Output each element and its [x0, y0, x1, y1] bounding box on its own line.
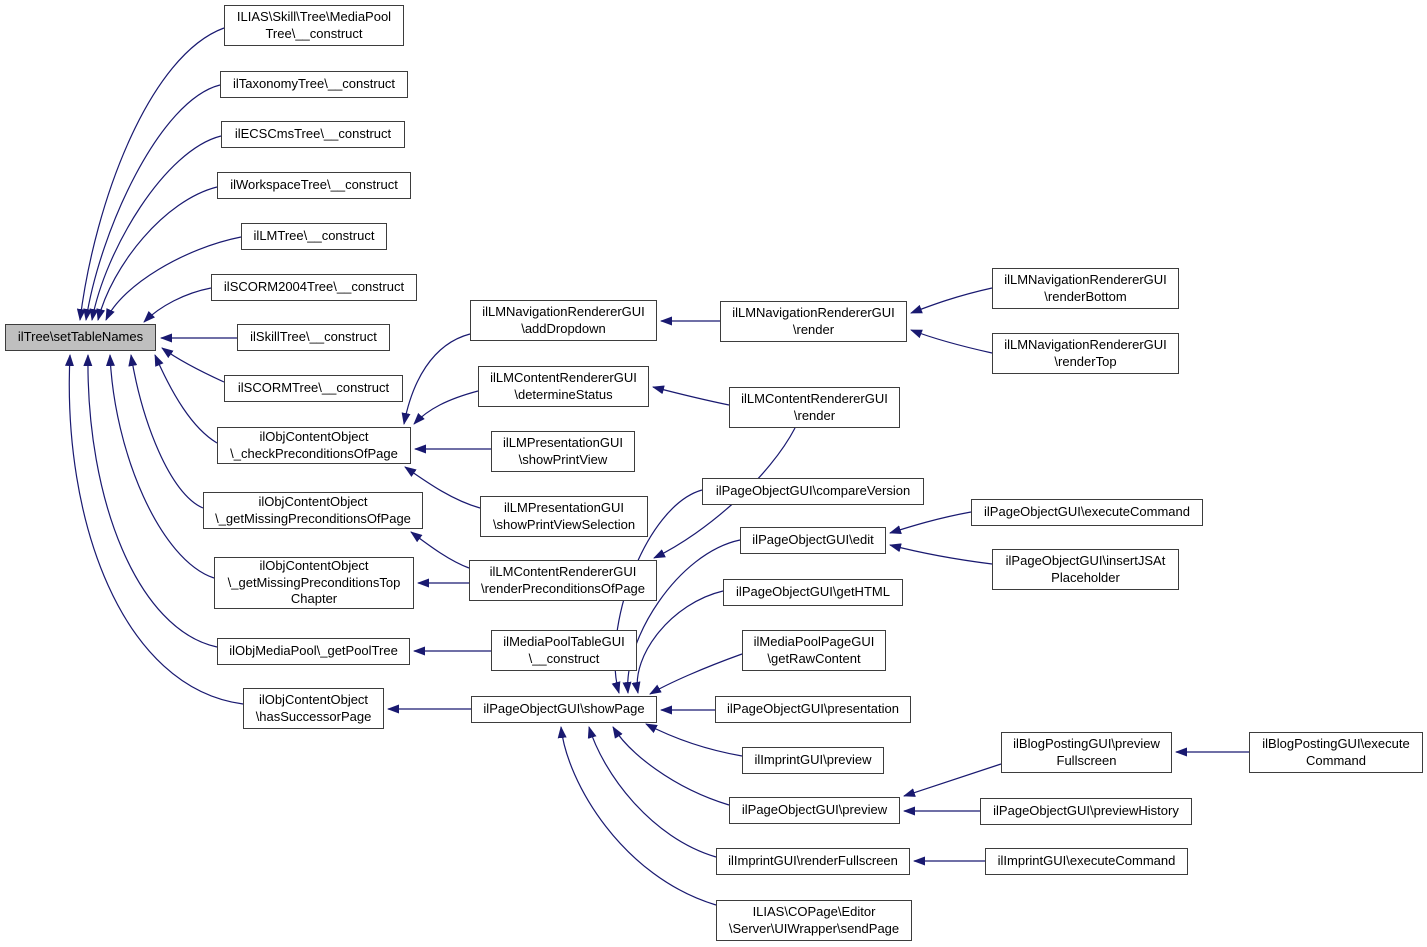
- node-show-print-view-selection[interactable]: ilLMPresentationGUI \showPrintViewSelect…: [480, 496, 648, 537]
- edge-edit-to-show-page: [622, 539, 741, 694]
- edge-send-page-to-show-page: [557, 726, 717, 906]
- edge-render-fullscreen-to-show-page: [587, 726, 717, 858]
- edge-show-print-view-selection-to-check-preconditions: [404, 466, 481, 509]
- node-insert-js-at-placeholder[interactable]: ilPageObjectGUI\insertJSAt Placeholder: [992, 549, 1179, 590]
- node-illmtree-construct[interactable]: ilLMTree\__construct: [241, 223, 387, 250]
- edge-has-successor-page-to-set-table-names: [64, 354, 244, 705]
- node-ilskilltree-construct[interactable]: ilSkillTree\__construct: [237, 324, 390, 351]
- edge-imprint-preview-to-show-page: [645, 723, 743, 757]
- node-page-execute-command[interactable]: ilPageObjectGUI\executeCommand: [971, 499, 1203, 526]
- node-presentation[interactable]: ilPageObjectGUI\presentation: [715, 696, 911, 723]
- edge-get-pool-tree-to-set-table-names: [83, 354, 218, 648]
- edge-iltaxonomytree-construct-to-set-table-names: [83, 84, 221, 321]
- edge-page-preview-to-show-page: [612, 726, 730, 806]
- edge-lmcontent-render-to-determine-status: [652, 385, 730, 406]
- edge-ilecscmstree-construct-to-set-table-names: [89, 135, 222, 321]
- edge-illmtree-construct-to-set-table-names: [105, 236, 242, 321]
- node-get-pool-tree[interactable]: ilObjMediaPool\_getPoolTree: [217, 638, 410, 665]
- node-determine-status[interactable]: ilLMContentRendererGUI \determineStatus: [478, 366, 649, 407]
- node-imprint-execute-command[interactable]: ilImprintGUI\executeCommand: [985, 848, 1188, 875]
- node-render-top[interactable]: ilLMNavigationRendererGUI \renderTop: [992, 333, 1179, 374]
- node-check-preconditions[interactable]: ilObjContentObject \_checkPreconditionsO…: [217, 427, 411, 464]
- node-iltaxonomytree-construct[interactable]: ilTaxonomyTree\__construct: [220, 71, 408, 98]
- node-get-html[interactable]: ilPageObjectGUI\getHTML: [723, 579, 903, 606]
- node-preview-history[interactable]: ilPageObjectGUI\previewHistory: [980, 798, 1192, 825]
- node-has-successor-page[interactable]: ilObjContentObject \hasSuccessorPage: [243, 688, 384, 729]
- edge-get-missing-preconditions-to-set-table-names: [128, 354, 204, 509]
- node-render-preconditions[interactable]: ilLMContentRendererGUI \renderPreconditi…: [469, 560, 657, 601]
- node-show-print-view[interactable]: ilLMPresentationGUI \showPrintView: [491, 431, 635, 472]
- edge-render-preconditions-to-get-missing-preconditions: [410, 531, 470, 569]
- node-ilworkspacetree-construct[interactable]: ilWorkspaceTree\__construct: [217, 172, 411, 199]
- edge-blog-preview-fullscreen-to-page-preview: [903, 763, 1002, 797]
- edge-check-preconditions-to-set-table-names: [154, 354, 218, 444]
- edge-get-html-to-show-page: [631, 590, 724, 694]
- node-show-page[interactable]: ilPageObjectGUI\showPage: [471, 696, 657, 723]
- edge-render-bottom-to-lmnav-render: [910, 287, 993, 314]
- edge-determine-status-to-check-preconditions: [413, 390, 479, 425]
- node-ilias-skill-tree-mediapool-tree-construct[interactable]: ILIAS\Skill\Tree\MediaPool Tree\__constr…: [224, 5, 404, 46]
- node-mediapool-table-construct[interactable]: ilMediaPoolTableGUI \__construct: [491, 630, 637, 671]
- node-ilscormtree-construct[interactable]: ilSCORMTree\__construct: [224, 375, 403, 402]
- node-ilscorm2004tree-construct[interactable]: ilSCORM2004Tree\__construct: [211, 274, 417, 301]
- node-get-missing-preconditions-top[interactable]: ilObjContentObject \_getMissingPrecondit…: [214, 557, 414, 609]
- edge-render-top-to-lmnav-render: [910, 329, 993, 354]
- node-lmnav-render[interactable]: ilLMNavigationRendererGUI \render: [720, 301, 907, 342]
- edge-ilscormtree-construct-to-set-table-names: [161, 347, 225, 383]
- node-edit[interactable]: ilPageObjectGUI\edit: [740, 527, 886, 554]
- edge-ilias-skill-tree-mediapool-tree-construct-to-set-table-names: [76, 27, 225, 321]
- node-imprint-preview[interactable]: ilImprintGUI\preview: [742, 747, 884, 774]
- node-compare-version[interactable]: ilPageObjectGUI\compareVersion: [702, 478, 924, 505]
- node-blog-preview-fullscreen[interactable]: ilBlogPostingGUI\preview Fullscreen: [1001, 732, 1172, 773]
- edge-add-dropdown-to-check-preconditions: [401, 333, 471, 425]
- node-blog-execute-command[interactable]: ilBlogPostingGUI\execute Command: [1249, 732, 1423, 773]
- node-lmcontent-render[interactable]: ilLMContentRendererGUI \render: [729, 387, 900, 428]
- node-ilecscmstree-construct[interactable]: ilECSCmsTree\__construct: [221, 121, 405, 148]
- node-add-dropdown[interactable]: ilLMNavigationRendererGUI \addDropdown: [470, 300, 657, 341]
- node-get-raw-content[interactable]: ilMediaPoolPageGUI \getRawContent: [742, 630, 886, 671]
- node-set-table-names: ilTree\setTableNames: [5, 324, 156, 351]
- edge-get-missing-preconditions-top-to-set-table-names: [105, 354, 215, 579]
- node-page-preview[interactable]: ilPageObjectGUI\preview: [729, 797, 900, 824]
- node-send-page[interactable]: ILIAS\COPage\Editor \Server\UIWrapper\se…: [716, 900, 912, 941]
- node-render-fullscreen[interactable]: ilImprintGUI\renderFullscreen: [716, 848, 910, 875]
- node-get-missing-preconditions[interactable]: ilObjContentObject \_getMissingPrecondit…: [203, 492, 423, 529]
- edge-get-raw-content-to-show-page: [649, 653, 743, 695]
- edge-insert-js-at-placeholder-to-edit: [889, 543, 993, 565]
- edge-ilworkspacetree-construct-to-set-table-names: [96, 186, 218, 321]
- node-render-bottom[interactable]: ilLMNavigationRendererGUI \renderBottom: [992, 268, 1179, 309]
- edge-page-execute-command-to-edit: [889, 511, 972, 534]
- edge-ilscorm2004tree-construct-to-set-table-names: [143, 287, 212, 323]
